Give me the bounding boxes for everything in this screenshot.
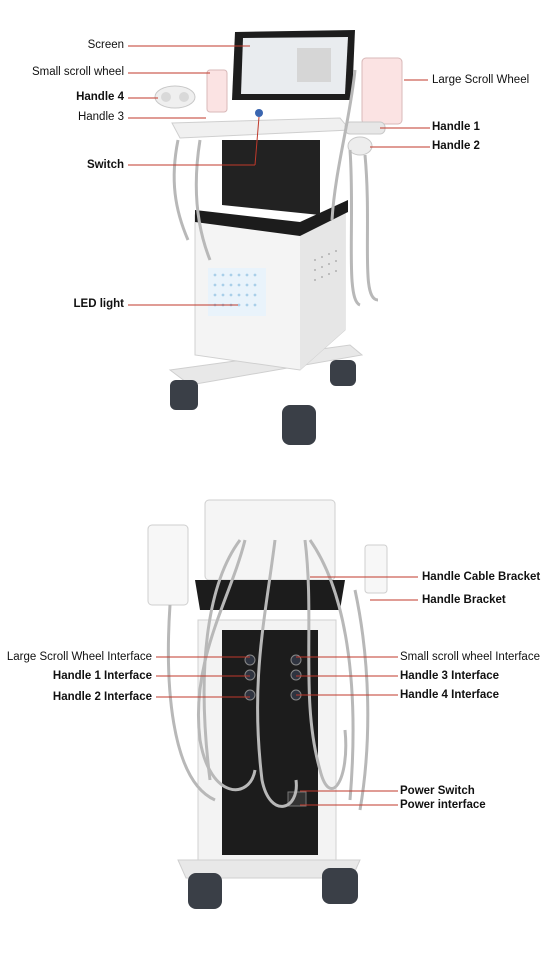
label-large-scroll-wheel: Large Scroll Wheel [432, 74, 530, 86]
back-view-panel: Handle Cable Bracket Handle Bracket Larg… [0, 480, 543, 960]
front-leader-lines [128, 45, 430, 306]
back-large-scroll-wheel [147, 524, 189, 606]
back-black-panel [222, 630, 318, 855]
label-large-scroll-wheel-interface: Large Scroll Wheel Interface [6, 651, 152, 663]
front-wheel-right-back [330, 360, 356, 386]
front-screen-display [241, 37, 348, 94]
back-wheel-right [322, 868, 358, 904]
label-handle2-interface: Handle 2 Interface [52, 691, 152, 703]
label-handle-bracket: Handle Bracket [422, 594, 506, 606]
label-switch: Switch [86, 159, 124, 171]
label-small-scroll-wheel-interface: Small scroll wheel Interface [400, 651, 540, 663]
back-wheel-left [188, 873, 222, 909]
back-machine-illustration [147, 499, 418, 909]
front-machine-illustration [128, 30, 430, 445]
label-screen: Screen [87, 39, 124, 51]
front-wheel-right [282, 405, 316, 445]
label-handle3-interface: Handle 3 Interface [400, 670, 500, 682]
front-wheel-left [170, 380, 198, 410]
label-handle4: Handle 4 [76, 91, 124, 103]
label-power-interface: Power interface [400, 799, 486, 811]
label-handle4-interface: Handle 4 Interface [400, 689, 500, 701]
label-handle2: Handle 2 [432, 140, 480, 152]
label-handle3: Handle 3 [77, 111, 124, 123]
label-handle1-interface: Handle 1 Interface [52, 670, 152, 682]
label-led-light: LED light [73, 298, 124, 310]
label-handle1: Handle 1 [432, 121, 480, 133]
front-view-panel: Screen Small scroll wheel Handle 4 Handl… [0, 0, 543, 470]
label-power-switch: Power Switch [400, 785, 475, 797]
led-light-grid [208, 268, 266, 316]
label-small-scroll-wheel: Small scroll wheel [31, 66, 124, 78]
back-leader-lines [156, 576, 418, 806]
front-large-scroll-wheel [361, 57, 403, 125]
label-handle-cable-bracket: Handle Cable Bracket [422, 571, 541, 583]
